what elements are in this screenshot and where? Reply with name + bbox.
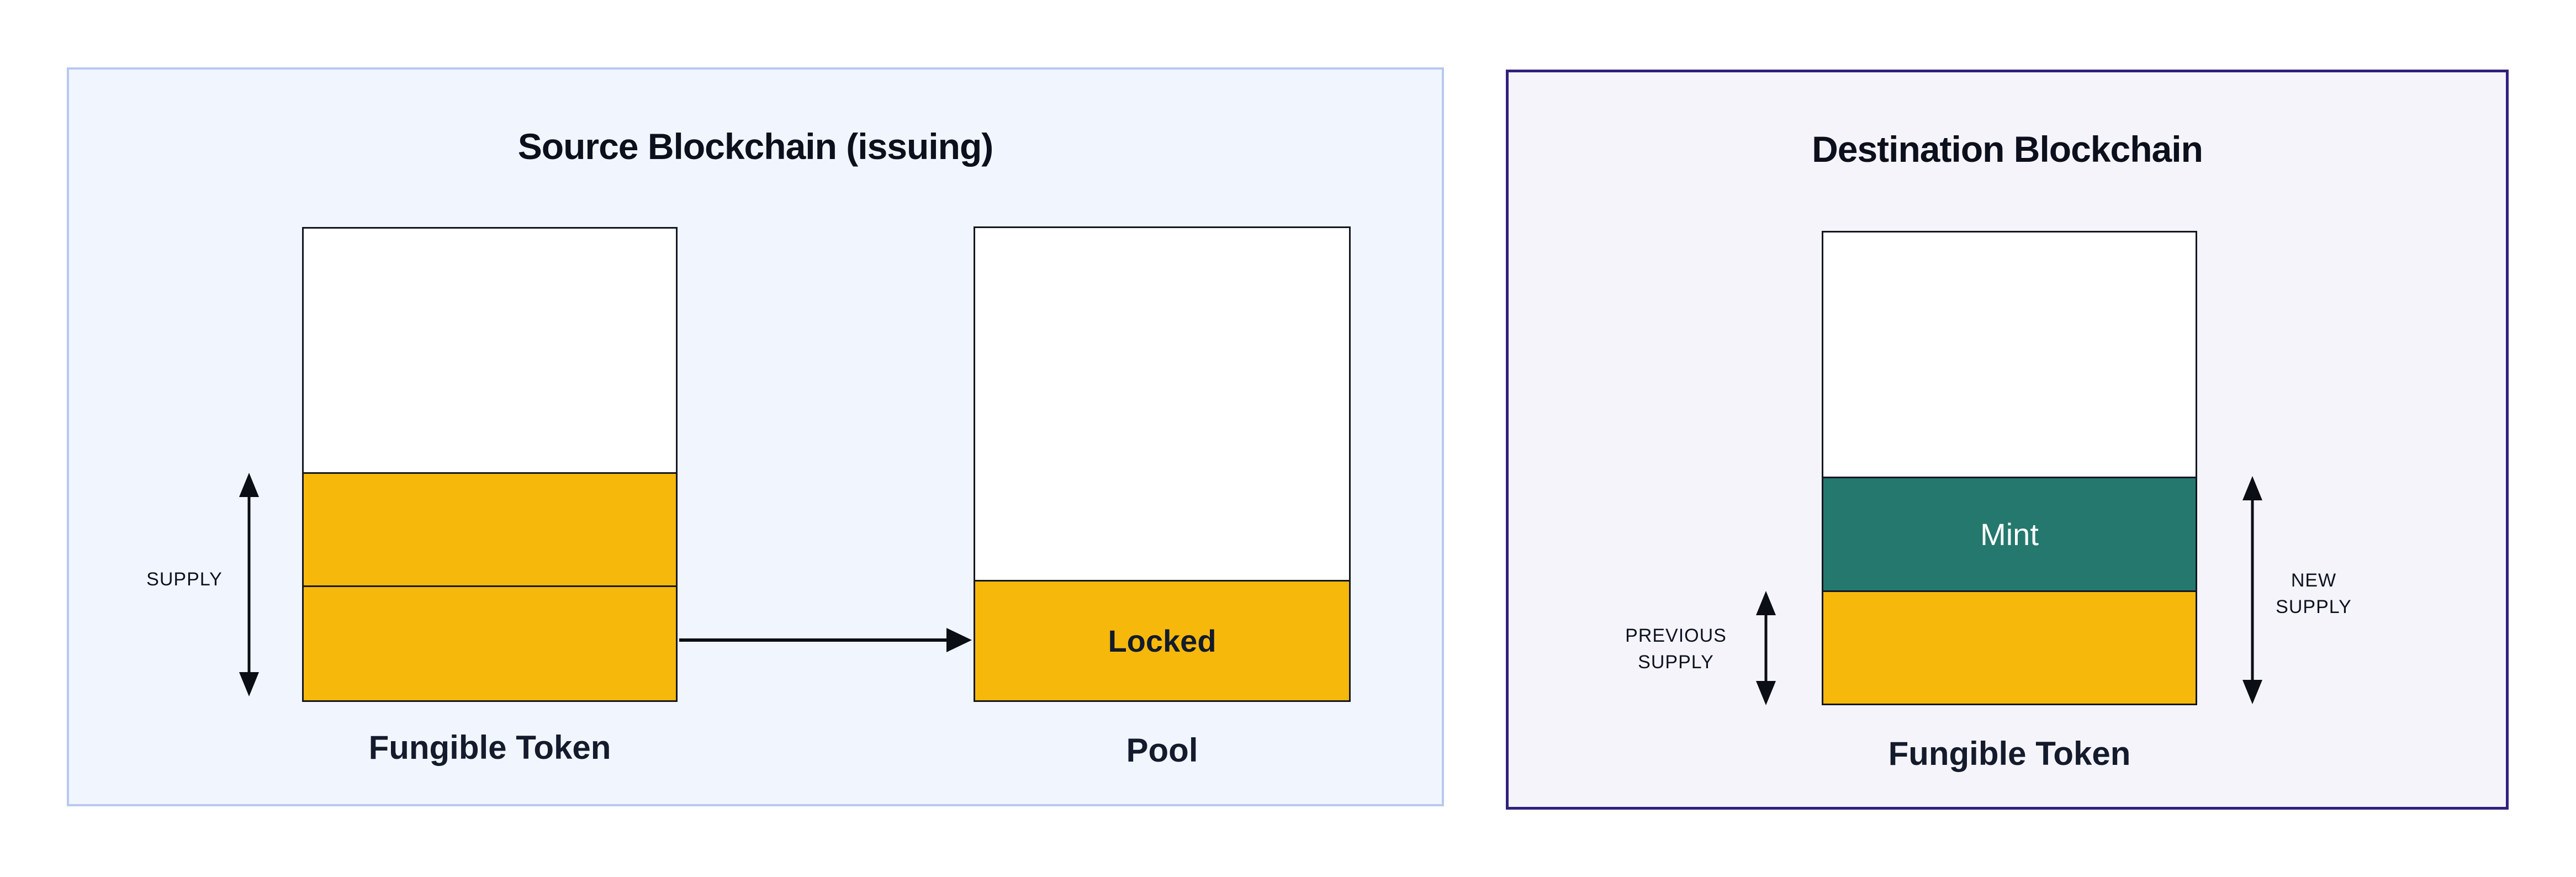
supply-upper-segment	[304, 472, 676, 585]
previous-supply-range-arrow-icon	[1756, 591, 1776, 705]
pool-caption: Pool	[1126, 732, 1198, 769]
unissued-supply-segment	[1823, 233, 2196, 477]
arrowhead-down-icon	[2242, 680, 2262, 704]
new-supply-label: NEW SUPPLY	[2276, 570, 2352, 617]
arrowhead-down-icon	[1756, 681, 1776, 705]
supply-lower-segment	[304, 585, 676, 700]
arrowhead-up-icon	[239, 473, 259, 497]
mint-segment: Mint	[1823, 477, 2196, 590]
destination-fungible-token-box: Mint	[1822, 231, 2197, 705]
unissued-supply-segment	[304, 229, 676, 472]
arrow-line	[1764, 612, 1768, 684]
pool-empty-segment	[975, 228, 1349, 580]
arrowhead-up-icon	[2242, 476, 2262, 500]
arrow-line	[2251, 497, 2254, 683]
fungible-token-caption: Fungible Token	[368, 729, 611, 766]
source-panel-title: Source Blockchain (issuing)	[517, 126, 994, 167]
destination-panel-title: Destination Blockchain	[1812, 129, 2203, 170]
transfer-arrowhead-right-icon	[946, 628, 972, 652]
arrowhead-up-icon	[1756, 591, 1776, 615]
locked-segment: Locked	[975, 580, 1349, 700]
fungible-token-box	[302, 227, 678, 702]
previous-supply-segment	[1823, 590, 2196, 704]
new-supply-range-arrow-icon	[2242, 476, 2262, 704]
locked-label: Locked	[1108, 624, 1216, 658]
source-blockchain-panel: Source Blockchain (issuing) SUPPLY Fungi…	[67, 67, 1444, 806]
transfer-arrow-line	[679, 638, 948, 642]
arrow-line	[247, 494, 251, 675]
supply-range-arrow-icon	[239, 473, 259, 696]
destination-blockchain-panel: Destination Blockchain PREVIOUS SUPPLY M…	[1506, 70, 2509, 810]
pool-box: Locked	[974, 226, 1351, 702]
mint-label: Mint	[1980, 517, 2039, 552]
supply-label: SUPPLY	[146, 569, 223, 590]
previous-supply-label: PREVIOUS SUPPLY	[1625, 625, 1727, 673]
arrowhead-down-icon	[239, 672, 259, 696]
destination-fungible-token-caption: Fungible Token	[1888, 735, 2131, 772]
